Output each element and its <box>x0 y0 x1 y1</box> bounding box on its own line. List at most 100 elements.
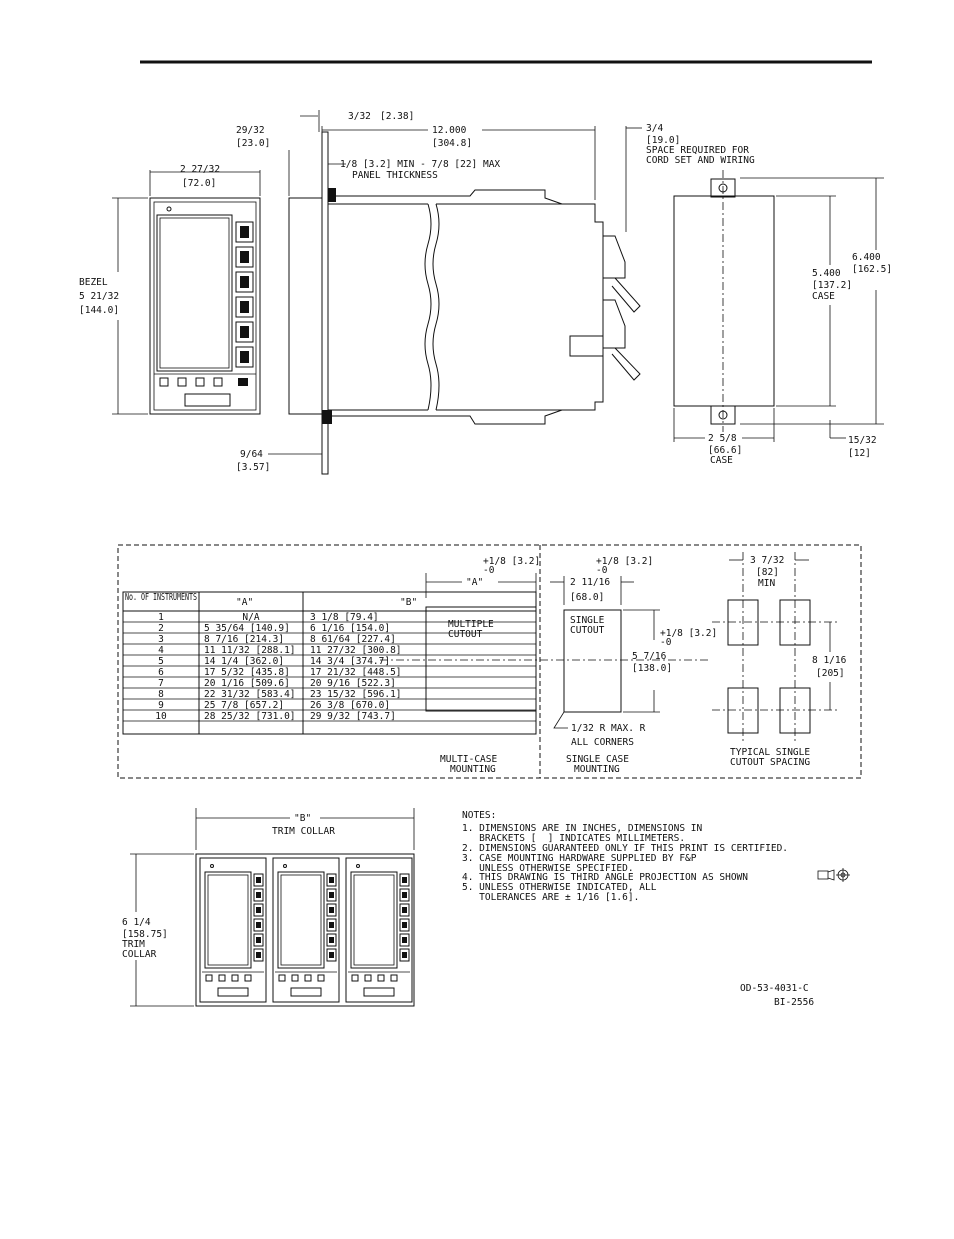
single-height-mm: [138.0] <box>632 663 672 674</box>
table-cell: 9 <box>158 700 164 711</box>
case-height-mm: [137.2] <box>812 280 852 291</box>
spacing-h-mm: [82] <box>756 567 779 578</box>
table-cell: 22 31/32 [583.4] <box>204 689 296 700</box>
table-cell: 23 15/32 [596.1] <box>310 689 402 700</box>
multi-a-label: "A" <box>466 577 483 588</box>
drawing-number-2: BI-2556 <box>774 997 814 1008</box>
table-cell: 6 <box>158 667 164 678</box>
table-cell: 5 35/64 [140.9] <box>204 623 290 634</box>
front-view: 2 27/32 [72.0] BEZEL 5 21/32 [144.0] <box>79 164 261 415</box>
case-height-label: CASE <box>812 291 835 302</box>
front-width-mm: [72.0] <box>182 178 216 189</box>
multi-cutout-2: CUTOUT <box>448 629 483 640</box>
spacing-v-in: 8 1/16 <box>812 655 847 666</box>
table-header-no: No. OF INSTRUMENTS <box>125 592 197 603</box>
single-caption-2: MOUNTING <box>574 764 620 775</box>
table-cell: 10 <box>155 711 167 722</box>
rear-view: 6.400 [162.5] 5.400 [137.2] CASE 2 5/8 [… <box>673 170 892 466</box>
multiple-cutout <box>425 606 537 712</box>
note-line: UNLESS OTHERWISE SPECIFIED. <box>462 863 634 874</box>
trim-b-label: "B" <box>294 813 311 824</box>
table-cell: 3 1/8 [79.4] <box>310 612 379 623</box>
offset-mm: [12] <box>848 448 871 459</box>
table-cell: 5 <box>158 656 164 667</box>
drawing-number-1: OD-53-4031-C <box>740 983 809 994</box>
overall-height-in: 6.400 <box>852 252 881 263</box>
table-cell: 29 9/32 [743.7] <box>310 711 396 722</box>
bezel-depth-in: 29/32 <box>236 125 265 136</box>
bezel-outline <box>149 197 261 415</box>
spacing-h-in: 3 7/32 <box>750 555 784 566</box>
table-cell: 7 <box>158 678 164 689</box>
table-cell: 3 <box>158 634 164 645</box>
single-tol-2: -0 <box>596 565 608 576</box>
flange-thickness-in: 9/64 <box>240 449 263 460</box>
case-width-label: CASE <box>710 455 733 466</box>
single-height-in: 5 7/16 <box>632 651 667 662</box>
bezel-height-in: 5 21/32 <box>79 291 119 302</box>
collar-units <box>199 857 413 1003</box>
note-line: 4. THIS DRAWING IS THIRD ANGLE PROJECTIO… <box>462 872 748 883</box>
table-cell: 26 3/8 [670.0] <box>310 700 390 711</box>
table-cell: 8 7/16 [214.3] <box>204 634 284 645</box>
bottom-button-row <box>159 377 248 387</box>
case-length-in: 12.000 <box>432 125 467 136</box>
single-htol-1: +1/8 [3.2] <box>660 628 717 639</box>
cord-space-in: 3/4 <box>646 123 663 134</box>
note-line: 3. CASE MOUNTING HARDWARE SUPPLIED BY F&… <box>462 853 697 864</box>
bezel-height-mm: [144.0] <box>79 305 119 316</box>
table-cell: 17 21/32 [448.5] <box>310 667 402 678</box>
note-line: TOLERANCES ARE ± 1/16 [1.6]. <box>462 892 639 903</box>
panel-thickness: 1/8 [3.2] MIN - 7/8 [22] MAX <box>340 159 500 170</box>
collar-instrument <box>199 857 267 1003</box>
case-length-mm: [304.8] <box>432 138 472 149</box>
table-cell: 17 5/32 [435.8] <box>204 667 290 678</box>
cord-note-2: CORD SET AND WIRING <box>646 155 755 166</box>
third-angle-projection-icon <box>817 868 850 882</box>
overall-height-mm: [162.5] <box>852 264 892 275</box>
rear-case <box>673 195 775 407</box>
trim-height-label-2: COLLAR <box>122 949 157 960</box>
table-header-b: "B" <box>400 597 417 608</box>
multi-caption-1: MULTI-CASE <box>440 754 497 765</box>
table-cell: 8 <box>158 689 164 700</box>
table-cell: N/A <box>242 612 259 623</box>
case-width-in: 2 5/8 <box>708 433 737 444</box>
side-bezel <box>288 197 323 415</box>
table-cell: 14 3/4 [374.7] <box>310 656 390 667</box>
collar-instrument <box>345 857 413 1003</box>
multi-tol-1: +1/8 [3.2] <box>483 556 540 567</box>
flange-thickness-mm: [3.57] <box>236 462 270 473</box>
spacing-caption-1: TYPICAL SINGLE <box>730 747 810 758</box>
front-width-in: 2 27/32 <box>180 164 220 175</box>
table-cell: 6 1/16 [154.0] <box>310 623 390 634</box>
case-height-in: 5.400 <box>812 268 841 279</box>
single-htol-2: -0 <box>660 637 672 648</box>
table-cell: 11 11/32 [288.1] <box>204 645 296 656</box>
indicator-dot <box>166 206 172 212</box>
table-cell: 11 27/32 [300.8] <box>310 645 402 656</box>
single-cutout <box>563 609 622 713</box>
bezel-depth-mm: [23.0] <box>236 138 270 149</box>
chart-label-slot <box>184 393 231 407</box>
table-cell: 28 25/32 [731.0] <box>204 711 296 722</box>
multi-caption-2: MOUNTING <box>450 764 496 775</box>
spacing-v-mm: [205] <box>816 668 845 679</box>
note-line: 5. UNLESS OTHERWISE INDICATED, ALL <box>462 882 657 893</box>
side-button-column <box>235 221 254 368</box>
note-line: 2. DIMENSIONS GUARANTEED ONLY IF THIS PR… <box>462 843 788 854</box>
note-line: 1. DIMENSIONS ARE IN INCHES, DIMENSIONS … <box>462 823 702 834</box>
cord-space-mm: [19.0] <box>646 135 680 146</box>
trim-collar-outline <box>195 853 415 1007</box>
trim-collar-label: TRIM COLLAR <box>272 826 335 837</box>
spacing-cutout-bl <box>727 687 759 734</box>
table-cell: 14 1/4 [362.0] <box>204 656 284 667</box>
trim-height-label-1: TRIM <box>122 939 145 950</box>
panel-gap-in: 3/32 <box>348 111 371 122</box>
single-tol-1: +1/8 [3.2] <box>596 556 653 567</box>
spacing-h-min: MIN <box>758 578 775 589</box>
single-caption-1: SINGLE CASE <box>566 754 629 765</box>
